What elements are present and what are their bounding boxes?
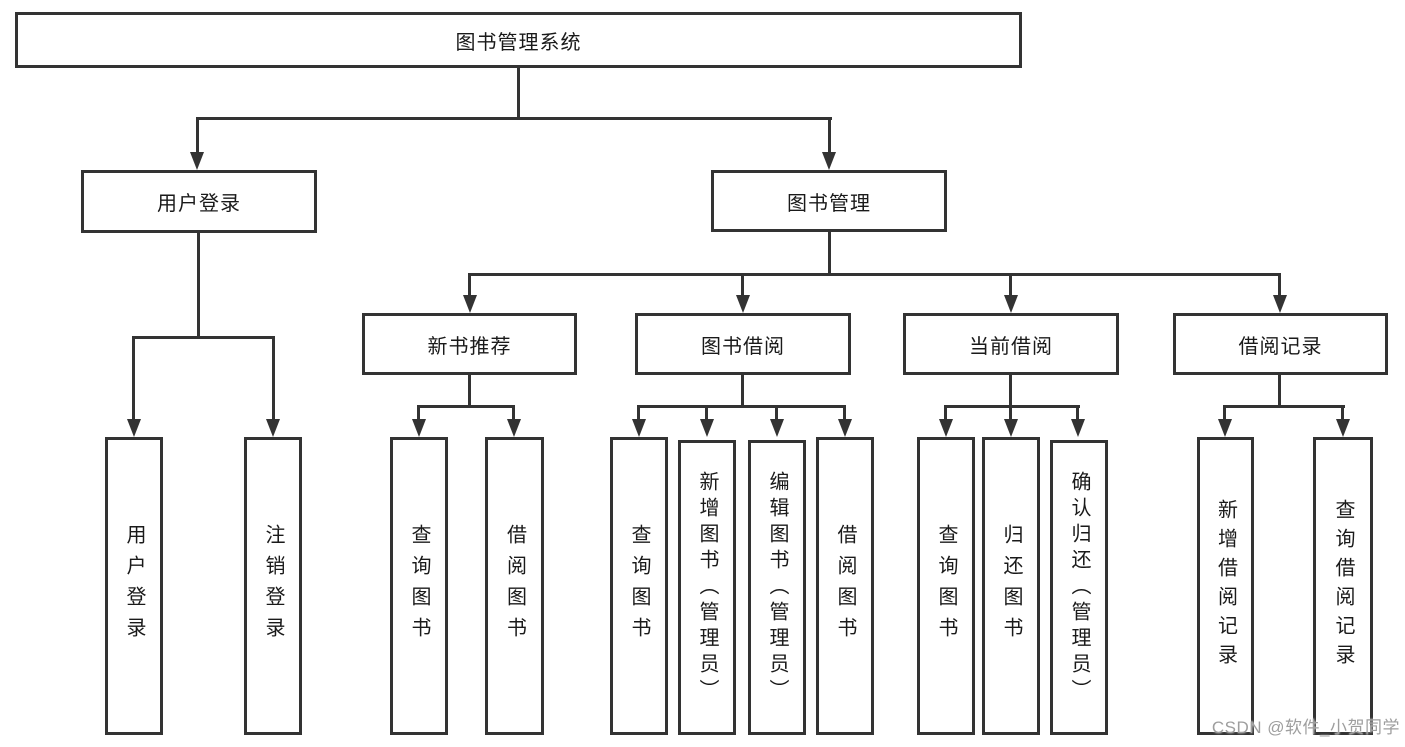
- arrow-down-icon: [822, 152, 836, 170]
- connector-line: [1009, 273, 1012, 301]
- node-label: 用户登录: [157, 193, 241, 215]
- leaf-logout: 注销登录: [244, 437, 302, 735]
- connector-line: [828, 232, 831, 276]
- leaf-label: 查询图书: [628, 524, 650, 648]
- node-current-borrowing: 当前借阅: [903, 313, 1119, 375]
- node-label: 图书管理: [787, 192, 871, 215]
- connector-line: [417, 405, 420, 425]
- leaf-label: 用户登录: [123, 524, 145, 648]
- leaf-label: 确认归还（管理员）: [1068, 470, 1090, 705]
- leaf-label: 编辑图书（管理员）: [766, 470, 788, 705]
- leaf-label: 新增借阅记录: [1214, 499, 1237, 673]
- node-label: 图书借阅: [701, 335, 785, 358]
- connector-line: [417, 405, 515, 408]
- connector-line: [1278, 273, 1281, 301]
- connector-line: [944, 405, 1080, 408]
- connector-line: [196, 117, 199, 157]
- connector-line: [272, 336, 275, 424]
- connector-line: [828, 117, 831, 157]
- arrow-down-icon: [412, 419, 426, 437]
- connector-line: [741, 273, 744, 301]
- leaf-current-query-books: 查询图书: [917, 437, 975, 735]
- node-root: 图书管理系统: [15, 12, 1022, 68]
- leaf-label: 查询图书: [408, 524, 430, 648]
- connector-line: [468, 273, 471, 301]
- node-label: 当前借阅: [969, 335, 1053, 358]
- connector-line: [468, 273, 1281, 276]
- leaf-borrowing-borrow-books: 借阅图书: [816, 437, 874, 735]
- arrow-down-icon: [507, 419, 521, 437]
- leaf-records-add-record: 新增借阅记录: [1197, 437, 1254, 735]
- arrow-down-icon: [736, 295, 750, 313]
- leaf-label: 归还图书: [1000, 524, 1022, 648]
- arrow-down-icon: [1071, 419, 1085, 437]
- connector-line: [741, 375, 744, 408]
- node-label: 借阅记录: [1238, 335, 1323, 358]
- leaf-records-query-record: 查询借阅记录: [1313, 437, 1373, 735]
- node-label: 新书推荐: [427, 335, 512, 358]
- connector-line: [1076, 405, 1079, 425]
- arrow-down-icon: [266, 419, 280, 437]
- arrow-down-icon: [770, 419, 784, 437]
- connector-line: [944, 405, 947, 425]
- arrow-down-icon: [1336, 419, 1350, 437]
- arrow-down-icon: [632, 419, 646, 437]
- leaf-label: 查询借阅记录: [1332, 499, 1354, 673]
- connector-line: [1341, 405, 1344, 425]
- connector-line: [1278, 375, 1281, 408]
- leaf-recommend-query-books: 查询图书: [390, 437, 448, 735]
- connector-line: [775, 405, 778, 425]
- leaf-borrowing-add-books-admin: 新增图书（管理员）: [678, 440, 736, 735]
- arrow-down-icon: [1218, 419, 1232, 437]
- connector-line: [1009, 405, 1012, 425]
- arrow-down-icon: [939, 419, 953, 437]
- connector-line: [1009, 375, 1012, 408]
- node-book-management-branch: 图书管理: [711, 170, 947, 232]
- leaf-label: 借阅图书: [503, 524, 526, 648]
- arrow-down-icon: [838, 419, 852, 437]
- arrow-down-icon: [190, 152, 204, 170]
- connector-line: [843, 405, 846, 425]
- connector-line: [196, 117, 832, 120]
- leaf-label: 查询图书: [935, 524, 957, 648]
- csdn-watermark: CSDN @软件_小贺同学: [1211, 718, 1400, 737]
- node-root-label: 图书管理系统: [455, 31, 582, 54]
- leaf-current-confirm-return-admin: 确认归还（管理员）: [1050, 440, 1108, 735]
- leaf-label: 借阅图书: [834, 524, 856, 648]
- node-borrowing-records: 借阅记录: [1173, 313, 1388, 375]
- leaf-current-return-books: 归还图书: [982, 437, 1040, 735]
- leaf-borrowing-edit-books-admin: 编辑图书（管理员）: [748, 440, 806, 735]
- leaf-label: 新增图书（管理员）: [696, 470, 718, 705]
- connector-line: [468, 375, 471, 408]
- arrow-down-icon: [700, 419, 714, 437]
- connector-line: [132, 336, 135, 424]
- arrow-down-icon: [127, 419, 141, 437]
- leaf-recommend-borrow-books: 借阅图书: [485, 437, 544, 735]
- connector-line: [705, 405, 708, 425]
- arrow-down-icon: [1004, 295, 1018, 313]
- connector-line: [1223, 405, 1226, 425]
- connector-line: [197, 233, 200, 338]
- connector-line: [637, 405, 640, 425]
- arrow-down-icon: [1004, 419, 1018, 437]
- leaf-label: 注销登录: [262, 524, 284, 648]
- leaf-borrowing-query-books: 查询图书: [610, 437, 668, 735]
- node-user-login-branch: 用户登录: [81, 170, 317, 233]
- node-book-borrowing: 图书借阅: [635, 313, 851, 375]
- connector-line: [517, 68, 520, 118]
- leaf-user-login: 用户登录: [105, 437, 163, 735]
- connector-line: [1223, 405, 1345, 408]
- node-new-book-recommend: 新书推荐: [362, 313, 577, 375]
- connector-line: [637, 405, 846, 408]
- connector-line: [512, 405, 515, 425]
- connector-line: [133, 336, 275, 339]
- arrow-down-icon: [463, 295, 477, 313]
- arrow-down-icon: [1273, 295, 1287, 313]
